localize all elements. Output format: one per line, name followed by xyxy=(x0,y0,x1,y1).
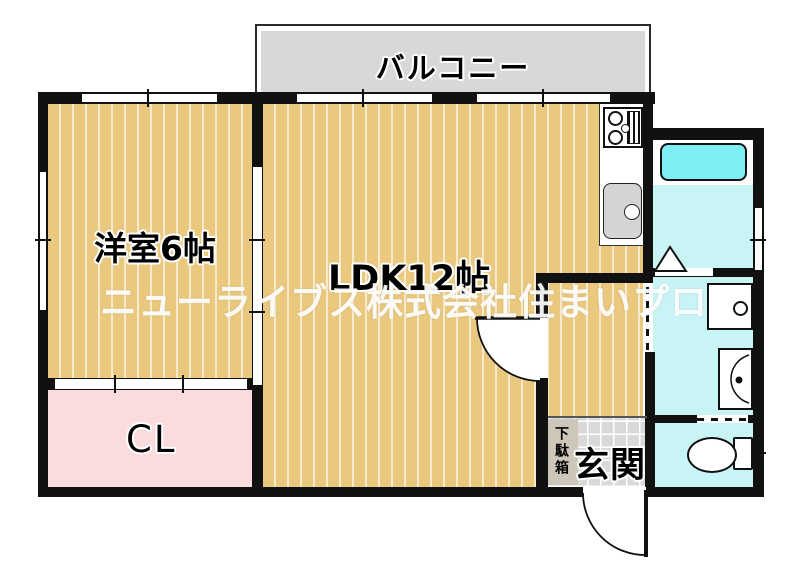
window-tick xyxy=(35,239,51,241)
window-tick xyxy=(114,375,116,393)
wall-corridor-top xyxy=(536,273,653,283)
western-room-floor xyxy=(48,104,252,378)
door-arc-entrance xyxy=(582,492,646,556)
sliding-door-closet xyxy=(55,378,247,390)
entrance-step-line xyxy=(548,416,647,418)
washbasin-icon xyxy=(718,348,753,410)
stove-knob-icon xyxy=(621,124,630,133)
window-western-top xyxy=(82,92,217,104)
wall-right xyxy=(753,128,764,497)
western-room-label: 洋室6帖 xyxy=(94,229,216,268)
bathroom-floor xyxy=(653,185,753,268)
window-tick xyxy=(750,239,766,241)
entrance-label: 玄関 xyxy=(574,446,647,486)
window-tick xyxy=(362,89,364,107)
balcony-area xyxy=(261,31,645,93)
window-western-left xyxy=(38,172,48,310)
ldk-label: LDK12帖 xyxy=(328,259,491,299)
accordion-door-washroom xyxy=(646,287,649,352)
bathtub-icon xyxy=(660,143,747,181)
washing-machine-dial-icon xyxy=(733,301,748,316)
wall-bathroom-top xyxy=(643,128,764,140)
door-opening-entrance xyxy=(583,487,646,497)
burner-icon xyxy=(608,111,623,126)
window-tick xyxy=(249,311,265,313)
shoe-box-label: 下駄箱 xyxy=(553,426,569,477)
stove-icon xyxy=(603,107,643,148)
wall-bottom xyxy=(38,487,764,497)
wall-kitchen-east xyxy=(643,103,653,277)
door-opening-ldk-corridor xyxy=(536,318,548,378)
window-tick xyxy=(147,89,149,107)
shoe-box xyxy=(548,419,578,485)
closet-label: CL xyxy=(126,418,177,461)
closet-floor xyxy=(48,390,252,487)
faucet-icon xyxy=(624,204,640,220)
toilet-icon xyxy=(687,437,737,473)
sliding-door-western-ldk xyxy=(252,167,263,385)
window-tick xyxy=(182,375,184,393)
door-opening-bathroom xyxy=(655,268,713,277)
burner-icon xyxy=(608,130,623,145)
window-tick xyxy=(249,239,265,241)
door-swing-entrance xyxy=(583,493,645,555)
balcony-label: バルコニー xyxy=(375,51,531,85)
watermark: ニューライブス株式会社住まいプロ xyxy=(100,281,708,324)
window-tick xyxy=(542,89,544,107)
accordion-door-toilet xyxy=(697,418,748,421)
window-ldk-top-1 xyxy=(297,92,432,104)
wall-corridor-east xyxy=(645,352,655,487)
window-tick xyxy=(750,452,766,454)
